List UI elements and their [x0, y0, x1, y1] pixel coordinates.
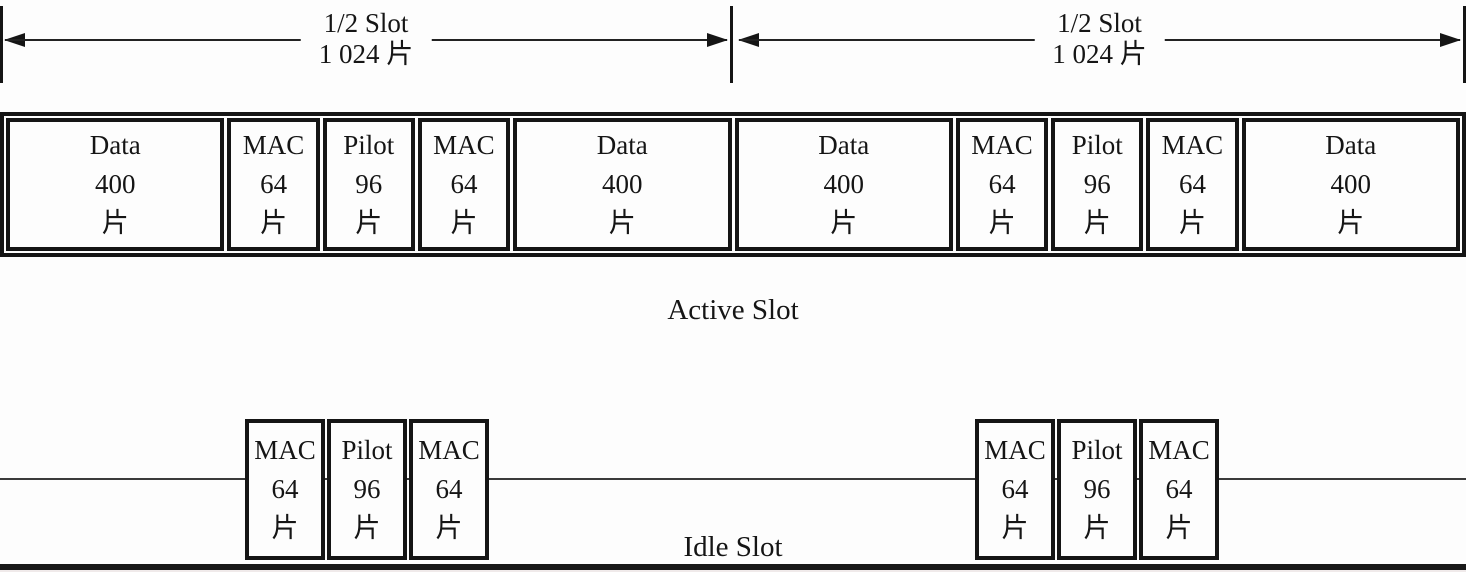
half-slot-title: 1/2 Slot: [323, 8, 409, 38]
idle-burst-second: MAC 64 片 Pilot 96 片 MAC 64 片: [975, 419, 1219, 560]
idle-field-pilot-2: Pilot 96 片: [1057, 419, 1137, 560]
field-chips: 400: [94, 169, 136, 199]
active-field-data-2: Data 400 片: [513, 118, 732, 251]
field-name: MAC: [418, 435, 480, 465]
field-chips: 64: [1165, 474, 1193, 504]
field-name: MAC: [971, 130, 1033, 160]
active-field-mac-1: MAC 64 片: [227, 118, 320, 251]
idle-slot-caption: Idle Slot: [683, 531, 783, 563]
field-name: Pilot: [1071, 130, 1123, 160]
field-name: Data: [89, 130, 141, 160]
idle-field-mac-3: MAC 64 片: [975, 419, 1055, 560]
idle-slot-baseline: [0, 478, 1466, 480]
field-name: MAC: [433, 130, 495, 160]
field-chips: 96: [355, 169, 383, 199]
field-chips: 400: [1330, 169, 1372, 199]
field-unit: 片: [1083, 513, 1111, 543]
field-unit: 片: [608, 208, 636, 238]
field-unit: 片: [988, 208, 1016, 238]
field-chips: 64: [260, 169, 288, 199]
idle-field-mac-2: MAC 64 片: [409, 419, 489, 560]
field-unit: 片: [1083, 208, 1111, 238]
field-unit: 片: [450, 208, 478, 238]
field-name: Pilot: [1071, 435, 1123, 465]
half-slot-dimension-first: 1/2 Slot 1 024 片: [4, 8, 728, 78]
half-slot-chip-count: 1 024 片: [1052, 39, 1147, 69]
field-unit: 片: [1001, 513, 1029, 543]
active-slot-caption: Active Slot: [667, 294, 799, 326]
idle-field-mac-4: MAC 64 片: [1139, 419, 1219, 560]
field-chips: 64: [450, 169, 478, 199]
idle-field-mac-1: MAC 64 片: [245, 419, 325, 560]
field-chips: 400: [823, 169, 864, 199]
field-name: MAC: [984, 435, 1046, 465]
field-name: MAC: [242, 130, 305, 160]
field-chips: 96: [1083, 474, 1111, 504]
field-chips: 64: [1178, 169, 1206, 199]
field-unit: 片: [353, 513, 381, 543]
field-chips: 64: [435, 474, 463, 504]
active-field-data-1: Data 400 片: [6, 118, 225, 251]
field-unit: 片: [830, 208, 858, 238]
field-chips: 96: [1083, 169, 1111, 199]
arrowhead-right-icon: [707, 33, 728, 47]
half-slot-label: 1/2 Slot 1 024 片: [300, 8, 432, 70]
active-field-pilot-2: Pilot 96 片: [1051, 118, 1144, 251]
arrowhead-right-icon: [1440, 33, 1461, 47]
active-field-data-4: Data 400 片: [1241, 118, 1460, 251]
field-name: Pilot: [343, 130, 395, 160]
active-slot-row: Data 400 片 MAC 64 片 Pilot 96 片 MAC 64 片 …: [0, 112, 1466, 257]
field-name: Pilot: [341, 435, 393, 465]
field-name: Data: [818, 130, 870, 160]
field-unit: 片: [1165, 513, 1193, 543]
field-name: MAC: [1148, 435, 1210, 465]
field-unit: 片: [101, 208, 129, 238]
active-field-mac-4: MAC 64 片: [1146, 118, 1239, 251]
field-chips: 64: [988, 169, 1016, 199]
field-name: Data: [596, 130, 648, 160]
field-chips: 64: [1001, 474, 1029, 504]
idle-burst-first: MAC 64 片 Pilot 96 片 MAC 64 片: [245, 419, 489, 560]
half-slot-chip-count: 1 024 片: [318, 39, 414, 69]
half-slot-dimension-second: 1/2 Slot 1 024 片: [738, 8, 1461, 78]
field-unit: 片: [435, 513, 463, 543]
half-slot-title: 1/2 Slot: [1057, 8, 1142, 38]
field-chips: 96: [353, 474, 381, 504]
active-field-mac-3: MAC 64 片: [955, 118, 1049, 251]
field-unit: 片: [1337, 208, 1365, 238]
active-field-pilot-1: Pilot 96 片: [322, 118, 415, 251]
half-slot-label: 1/2 Slot 1 024 片: [1034, 8, 1165, 70]
active-field-data-3: Data 400 片: [734, 118, 953, 251]
field-chips: 64: [271, 474, 299, 504]
idle-field-pilot-1: Pilot 96 片: [327, 419, 407, 560]
field-name: MAC: [254, 435, 316, 465]
field-unit: 片: [260, 208, 288, 238]
dimension-tick-left: [0, 6, 3, 83]
active-field-mac-2: MAC 64 片: [417, 118, 511, 251]
dimension-tick-right: [1463, 6, 1466, 83]
field-chips: 400: [602, 169, 643, 199]
field-unit: 片: [355, 208, 383, 238]
field-name: Data: [1325, 130, 1377, 160]
bottom-edge-bar: [0, 564, 1466, 570]
bottom-edge-strip: [0, 570, 1466, 572]
field-unit: 片: [1178, 208, 1206, 238]
dimension-tick-middle: [730, 6, 733, 83]
field-unit: 片: [271, 513, 299, 543]
field-name: MAC: [1161, 130, 1224, 160]
